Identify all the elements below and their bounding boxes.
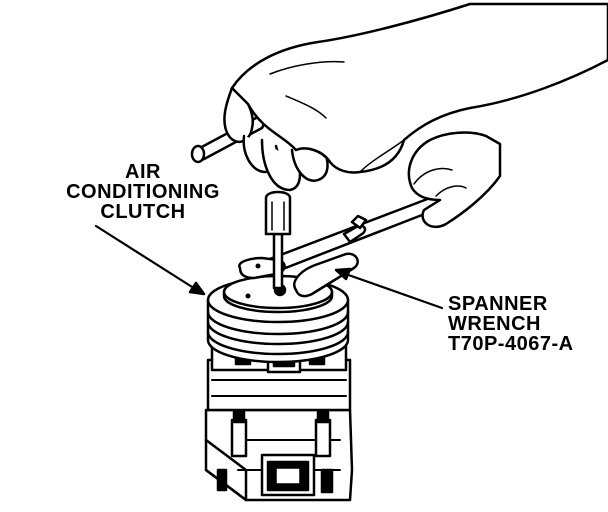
clutch-label-line-1: AIR	[125, 161, 161, 183]
wrench-label-line-2: WRENCH	[448, 313, 541, 335]
clutch-label-line-2: CONDITIONING	[66, 181, 220, 203]
wrench-label-line-1: SPANNER	[448, 293, 548, 315]
clutch-leader	[94, 224, 206, 296]
hand	[223, 2, 608, 229]
clutch-pulley	[206, 274, 350, 364]
clutch-label-line-3: CLUTCH	[100, 201, 186, 223]
wrench-label: SPANNER WRENCH T70P-4067-A	[448, 294, 574, 354]
wrench-label-line-3: T70P-4067-A	[448, 333, 574, 355]
clutch-label: AIR CONDITIONING CLUTCH	[48, 162, 238, 222]
wrench-leader	[334, 267, 444, 310]
